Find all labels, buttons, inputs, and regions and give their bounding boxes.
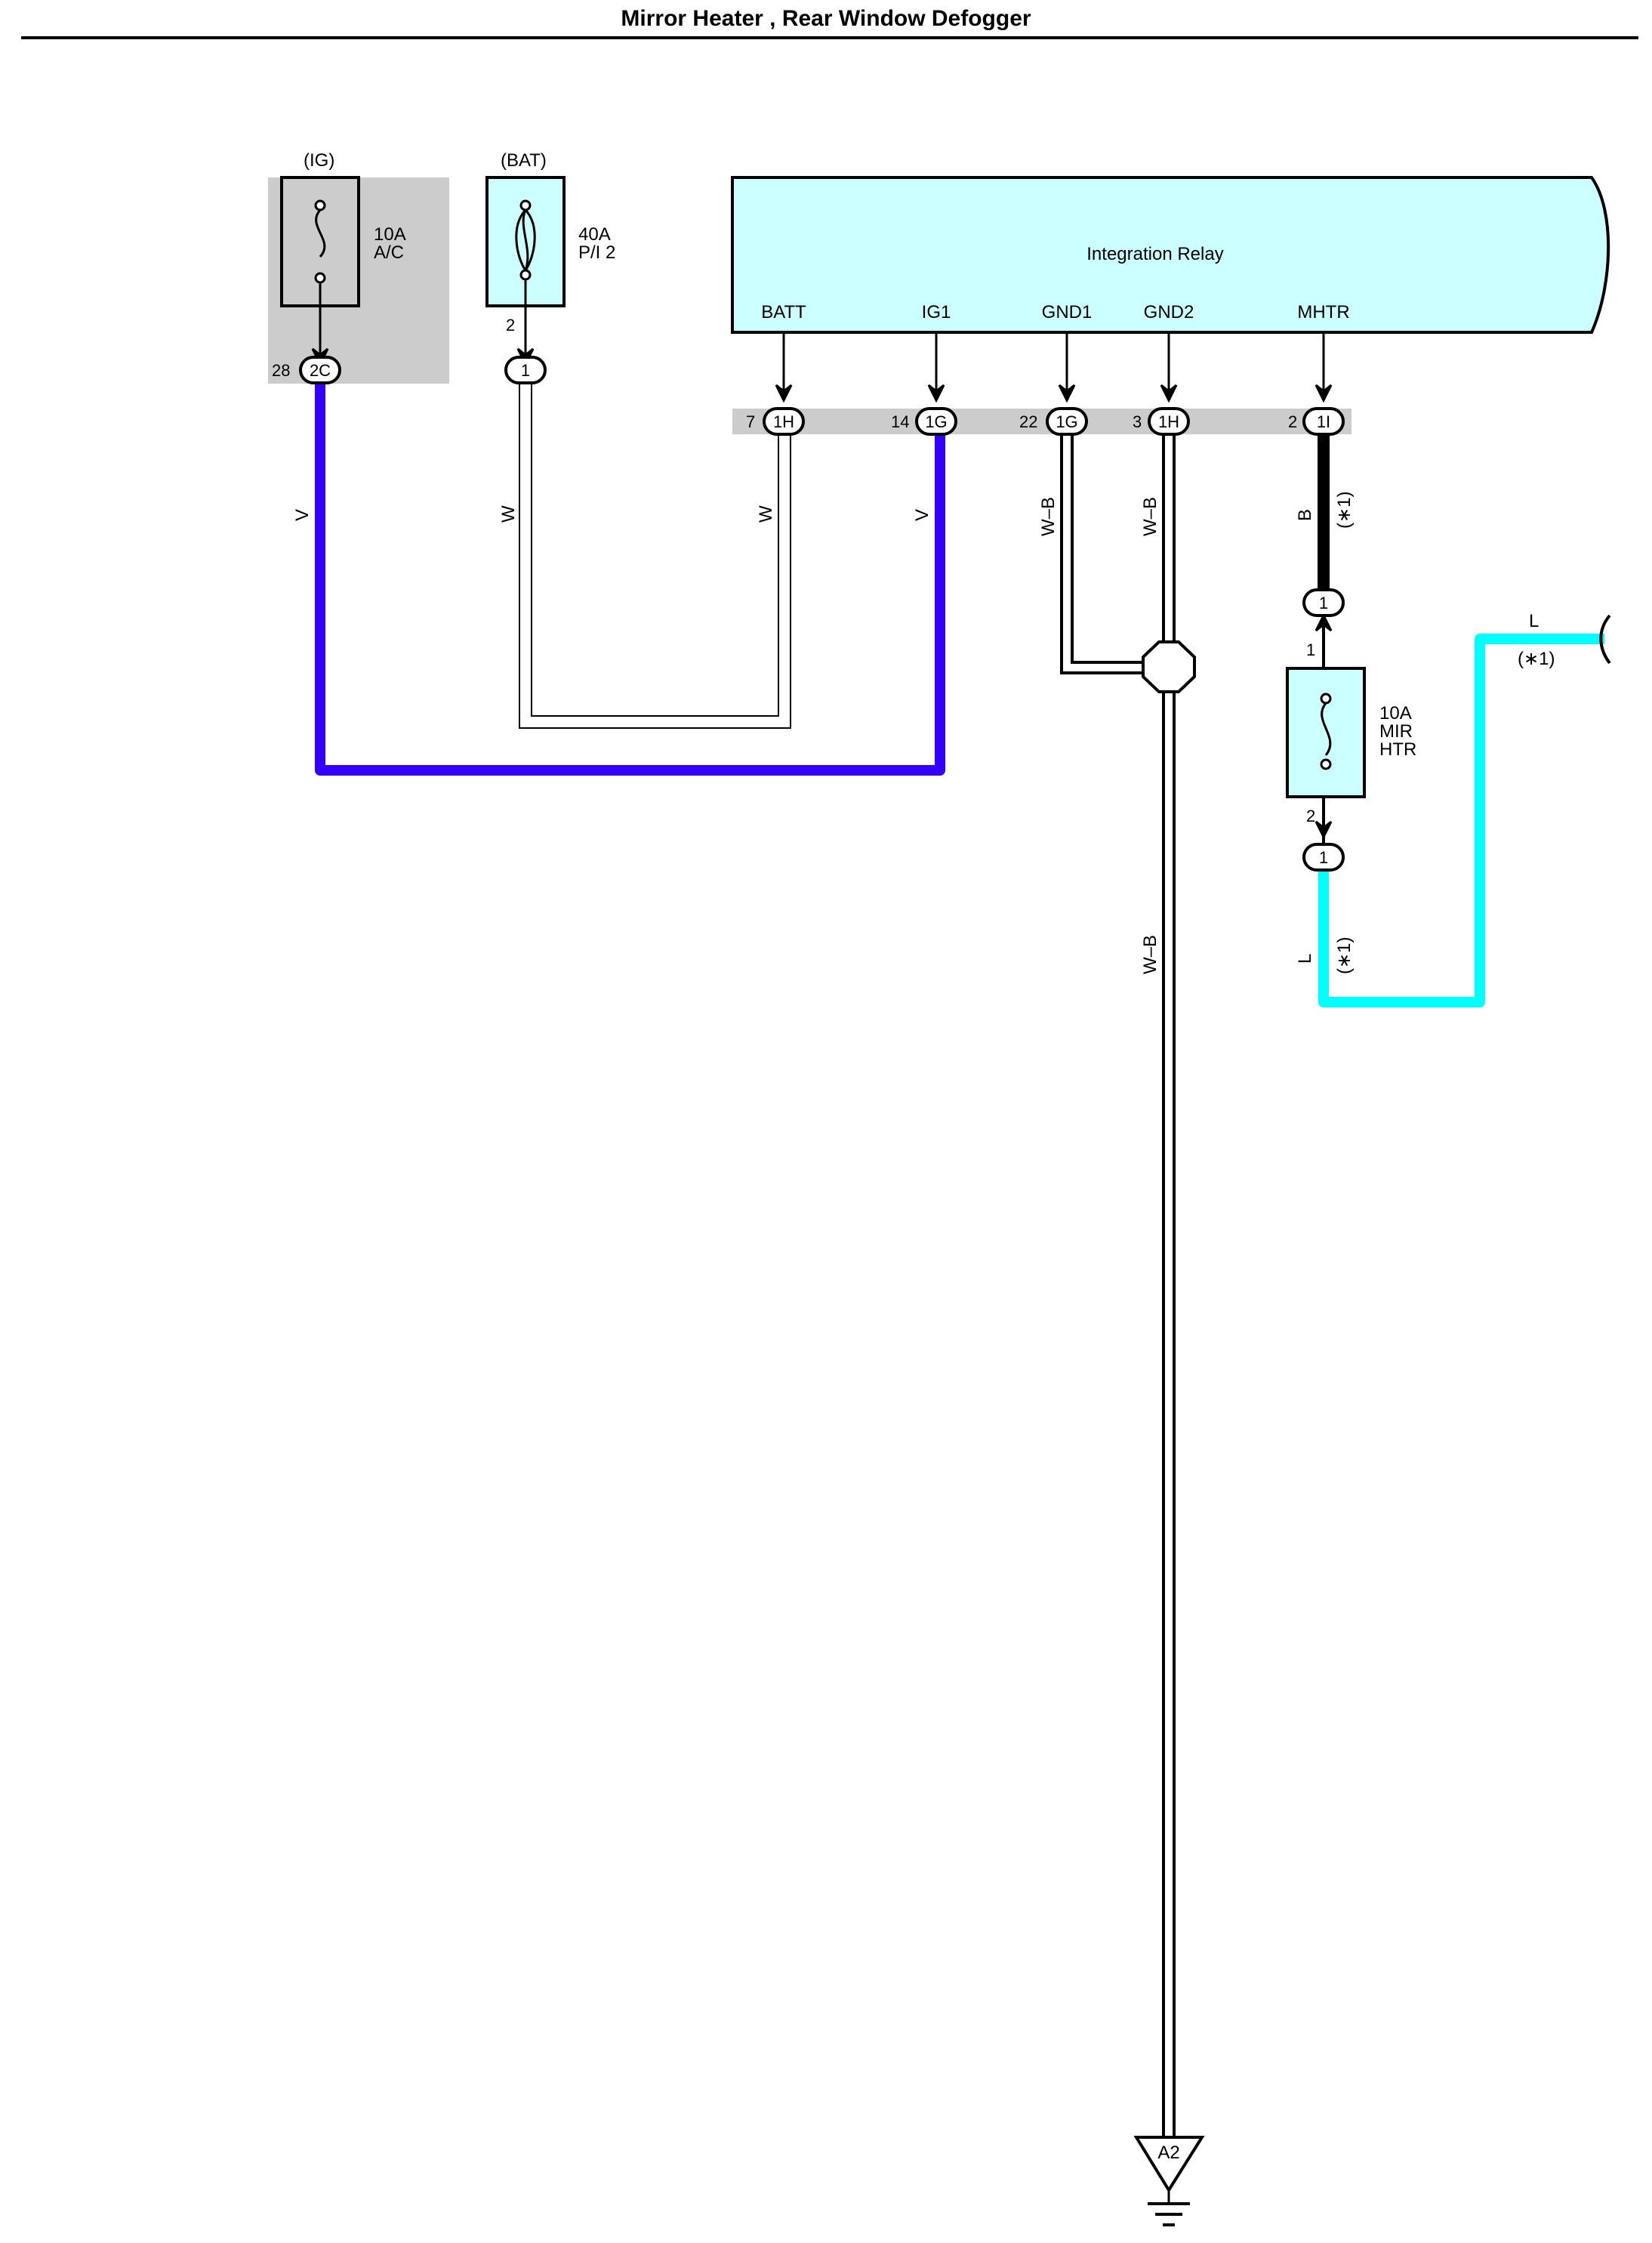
fuse-ac-element-icon (315, 209, 326, 258)
fuse-mir-htr-group: 10A MIR HTR (1286, 667, 1416, 798)
pin-mir-in-number: 1 (1306, 640, 1315, 659)
ground-triangle-icon (1133, 2136, 1205, 2193)
fuse-ac-terminal-bottom (314, 272, 326, 284)
wire-wb-gnd1 (1063, 434, 1169, 671)
fuse-mir-terminal-bottom (1320, 758, 1332, 770)
relay-terminal-batt: BATT (761, 302, 806, 322)
wire-l-note: (∗1) (1334, 937, 1355, 974)
connector-ig1 (915, 407, 957, 436)
integration-relay-group: Integration Relay BATT IG1 GND1 GND2 MHT… (731, 176, 1610, 334)
wire-wb-gnd2-label: W–B (1140, 497, 1160, 536)
wire-l-top-note: (∗1) (1518, 649, 1555, 669)
connector-pi2 (504, 356, 547, 384)
fuse-pi2-terminal-top (519, 199, 532, 211)
fuse-mir-terminal-top (1320, 693, 1332, 705)
connector-2c (299, 356, 341, 384)
arrow-mir-out-icon (1315, 820, 1333, 840)
wire-wb-gnd1-outline (1060, 434, 1169, 674)
relay-connector-strip (732, 409, 1351, 434)
pin-ig1-number: 14 (891, 412, 909, 431)
arrow-gnd2-icon (1160, 384, 1178, 403)
pin-gnd1-number: 22 (1019, 412, 1037, 431)
wire-w (520, 381, 790, 727)
wire-w-right-label: W (756, 505, 776, 523)
wire-break-icon (1599, 614, 1611, 665)
ground-a2-group: A2 (1133, 2136, 1205, 2226)
connector-mir-in (1302, 588, 1345, 617)
pin-batt-number: 7 (746, 412, 755, 431)
arrow-batt-icon (775, 384, 793, 403)
wire-l-top-label: L (1529, 611, 1539, 631)
fuse-pi2-group: (BAT) 40A P/I 2 (485, 150, 615, 356)
integration-relay-box (731, 176, 1610, 334)
fuse-pi2-supply-label: (BAT) (501, 150, 547, 171)
connector-gnd2-label: 1H (1158, 412, 1179, 431)
connector-pi2-label: 1 (521, 361, 530, 380)
fuse-ac-terminal-top (314, 199, 326, 211)
connector-mir-out (1302, 843, 1345, 872)
fuse-ac-supply-label: (IG) (304, 150, 334, 171)
connector-ig1-label: 1G (925, 412, 947, 431)
connector-mhtr-label: 1I (1317, 412, 1330, 431)
fuse-mir-name: MIR (1379, 721, 1413, 742)
arrow-mhtr-icon (1315, 384, 1333, 403)
junction-point (1142, 640, 1196, 693)
connector-gnd1-label: 1G (1056, 412, 1077, 431)
pin-mir-out-number: 2 (1306, 807, 1315, 825)
connector-mir-in-label: 1 (1319, 594, 1328, 612)
wire-b-label: B (1295, 509, 1315, 521)
wire-w-left-label: W (498, 505, 519, 523)
arrow-mir-in-icon (1315, 612, 1333, 632)
connector-mhtr (1302, 407, 1345, 436)
arrow-gnd1-icon (1058, 384, 1076, 403)
wire-wb-main-label: W–B (1140, 935, 1160, 974)
wire-wb-gnd1-label: W–B (1038, 497, 1059, 536)
connector-gnd1 (1046, 407, 1088, 436)
pin-2c-number: 28 (272, 361, 290, 380)
fuse-pi2-name: P/I 2 (578, 242, 615, 263)
fuse-mir-name2: HTR (1379, 739, 1416, 760)
page-title: Mirror Heater , Rear Window Defogger (621, 6, 1031, 31)
ground-label: A2 (1157, 2143, 1179, 2163)
fuse-ac-group: (IG) 10A A/C (268, 150, 449, 384)
wire-v-right-label: V (912, 509, 932, 521)
wire-v-left-label: V (292, 509, 313, 521)
fuse-mir-rating: 10A (1379, 703, 1412, 723)
arrow-ig1-icon (927, 384, 945, 403)
wire-l-label: L (1295, 954, 1315, 964)
wire-v (315, 381, 945, 776)
fuse-mir-htr-box (1286, 667, 1366, 798)
fuse-pi2-terminal-bottom (519, 269, 532, 281)
integration-relay-label: Integration Relay (1086, 244, 1223, 264)
fuse-ac-name: A/C (374, 242, 404, 263)
wire-b-note: (∗1) (1334, 492, 1355, 529)
pin-mhtr-number: 2 (1288, 412, 1297, 431)
connector-2c-label: 2C (310, 361, 331, 380)
arrow-icons (311, 332, 1333, 840)
relay-terminal-gnd2: GND2 (1144, 302, 1194, 322)
fuse-pi2-element-icon (515, 208, 536, 271)
wire-l (1318, 634, 1604, 1007)
connector-batt-label: 1H (773, 412, 794, 431)
connector-mir-out-label: 1 (1319, 848, 1328, 867)
relay-terminal-ig1: IG1 (922, 302, 951, 322)
fuse-ac-rating: 10A (374, 224, 406, 245)
relay-terminal-mhtr: MHTR (1297, 302, 1349, 322)
relay-terminal-gnd1: GND1 (1042, 302, 1093, 322)
fuse-mir-element-icon (1321, 702, 1332, 756)
connector-batt (763, 407, 805, 436)
pin-gnd2-number: 3 (1133, 412, 1142, 431)
connector-ovals (299, 356, 1345, 872)
fuse-pi2-rating: 40A (578, 224, 611, 245)
pin-pi2-number: 2 (506, 316, 515, 335)
connector-gnd2 (1148, 407, 1190, 436)
